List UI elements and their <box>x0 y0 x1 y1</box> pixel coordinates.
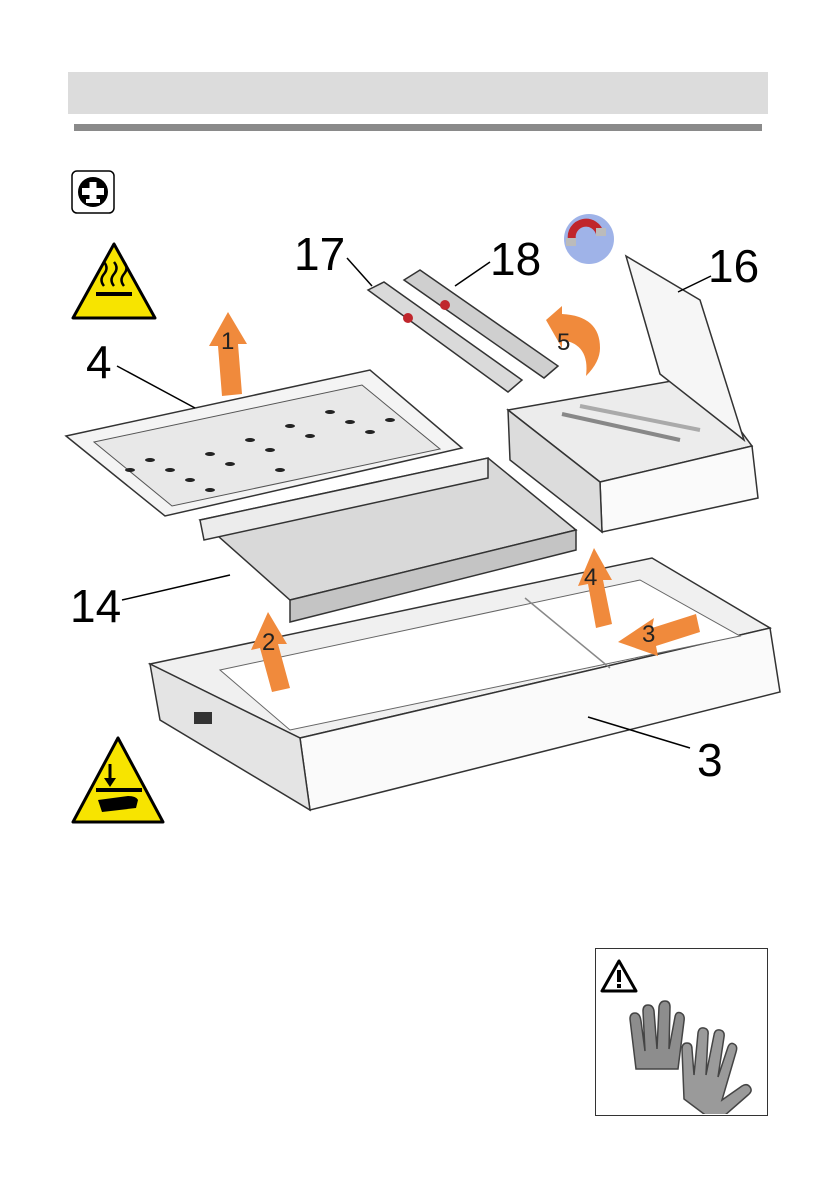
step-label-1: 1 <box>221 328 234 355</box>
hand-crush-warning-icon <box>73 738 163 822</box>
step-label-2: 2 <box>262 629 275 656</box>
hot-surface-warning-icon <box>73 244 155 318</box>
callout-3: 3 <box>697 734 723 786</box>
caution-triangle-icon <box>602 961 636 991</box>
drawer-part <box>150 558 780 810</box>
protective-gloves-icon <box>596 949 766 1114</box>
magnet-icon <box>564 214 614 264</box>
step-label-5: 5 <box>557 329 570 356</box>
callout-18: 18 <box>490 233 541 285</box>
callout-17: 17 <box>294 228 345 280</box>
heating-element-part <box>508 256 758 532</box>
protective-gloves-panel <box>595 948 768 1116</box>
step-label-3: 3 <box>642 621 655 648</box>
callout-16: 16 <box>708 240 759 292</box>
step-label-4: 4 <box>584 564 597 591</box>
callout-14: 14 <box>70 580 121 632</box>
callout-4: 4 <box>86 336 112 388</box>
